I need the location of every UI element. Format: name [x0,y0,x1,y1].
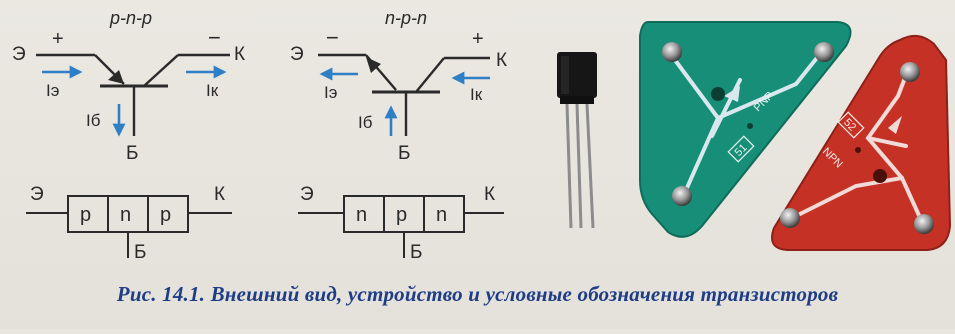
pnp-screw-2 [814,42,834,62]
pnp-ib-label: Iб [86,111,101,130]
pnp-emitter-letter: Э [12,44,26,65]
npn-screw-3 [914,214,934,234]
pnp-layer-2: n [120,204,131,226]
npn-ib-label: Iб [358,113,373,132]
npn-ik-label: Iк [470,85,483,104]
pnp-emitter-arrowhead [108,70,124,84]
npn-emitter-arrowhead [366,57,381,73]
npn-layer-2: p [396,204,407,226]
transistor-lead-2 [575,103,583,229]
pnp-base-letter: Б [126,143,138,164]
pnp-board-number-box [727,135,755,163]
transistor-component [557,52,597,229]
npn-title: n-p-n [385,8,427,28]
pnp-layer-3: p [160,204,171,226]
pnp-ik-label: Iк [206,81,219,100]
npn-board-arrowhead [888,116,902,134]
pnp-board-arrowhead [724,86,740,102]
npn-struct-emitter-letter: Э [300,184,314,205]
npn-collector-sign: + [472,28,484,50]
figure-caption: Рис. 14.1. Внешний вид, устройство и усл… [116,282,839,306]
pnp-symbol: p-n-p Э + − К Iэ Iк Iб Б [12,8,245,164]
npn-layer-3: n [436,204,447,226]
npn-screw-2 [780,208,800,228]
pnp-board: PNP 51 [639,21,852,238]
npn-emitter-letter: Э [290,44,304,65]
npn-board-shape [771,34,952,251]
pnp-title: p-n-p [109,8,152,28]
transistor-lead-1 [565,103,573,229]
pnp-struct-base-letter: Б [134,242,146,263]
pnp-struct-collector-letter: К [214,184,225,205]
npn-screw-1 [900,62,920,82]
npn-base-letter: Б [398,143,410,164]
pnp-screw-3 [672,186,692,206]
npn-layer-1: n [356,204,367,226]
pnp-structure: Э К p n p Б [26,184,232,263]
pnp-board-shape [639,21,852,238]
pnp-collector-diagonal [143,54,179,87]
npn-ie-label: Iэ [324,83,337,102]
npn-collector-diagonal [415,57,445,93]
npn-struct-base-letter: Б [410,242,422,263]
npn-board-number-box [837,111,865,139]
npn-emitter-sign: − [326,25,339,50]
transistor-body-bottom [560,96,594,104]
transistor-lead-3 [585,103,595,229]
pnp-ie-label: Iэ [46,81,59,100]
npn-symbol: n-p-n Э − + К Iэ Iк Iб Б [290,8,507,164]
npn-structure: Э К n p n Б [298,184,504,263]
pnp-struct-emitter-letter: Э [30,184,44,205]
pnp-collector-letter: К [234,44,245,65]
npn-struct-collector-letter: К [484,184,495,205]
npn-collector-letter: К [496,50,507,71]
pnp-layer-1: p [80,204,91,226]
npn-board: NPN 52 [771,34,952,251]
pnp-emitter-sign: + [52,28,64,50]
pnp-collector-sign: − [208,25,221,50]
pnp-screw-1 [662,42,682,62]
